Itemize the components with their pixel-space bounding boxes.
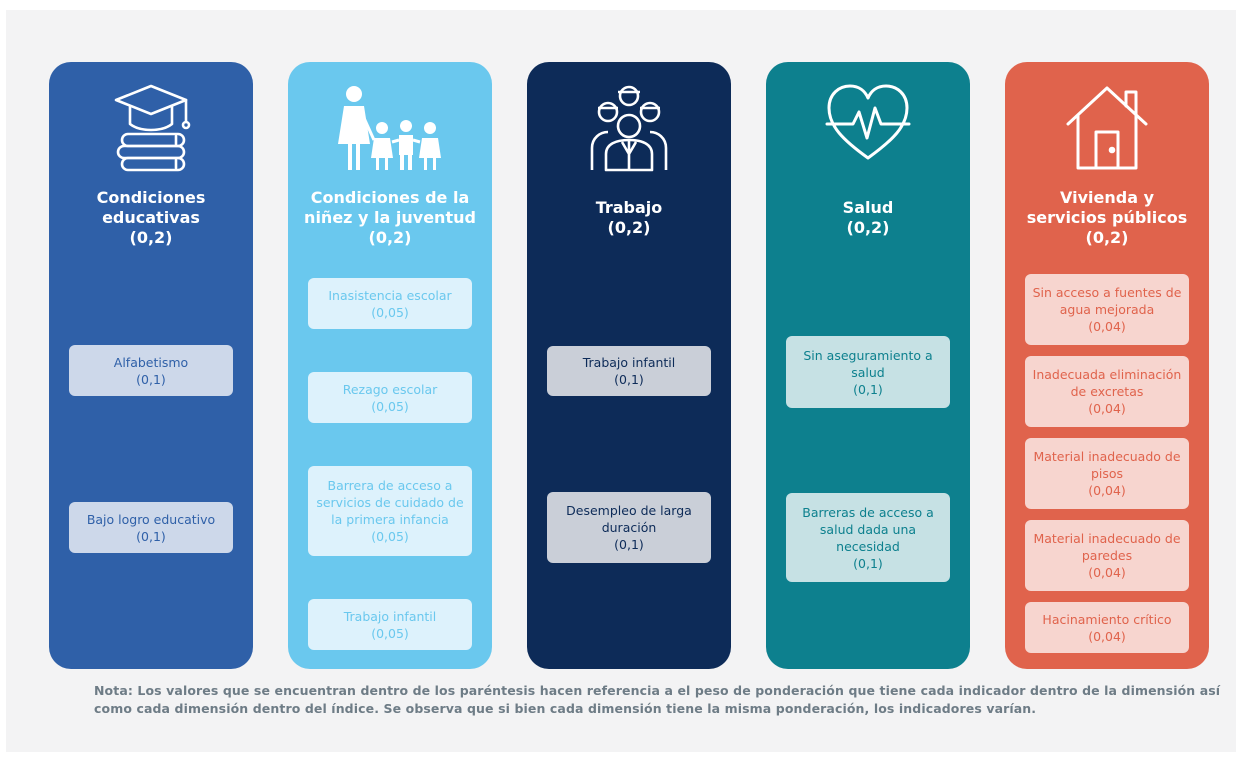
dimension-card-salud: Salud (0,2) Sin aseguramiento a salud (0… [766,62,970,669]
indicator-box: Sin acceso a fuentes de agua mejorada (0… [1025,274,1189,345]
indicator-box: Material inadecuado de paredes (0,04) [1025,520,1189,591]
dimension-card-vivienda: Vivienda y servicios públicos (0,2) Sin … [1005,62,1209,669]
indicator-box: Trabajo infantil (0,1) [547,346,711,396]
footnote: Nota: Los valores que se encuentran dent… [94,683,1221,716]
family-children-icon [288,78,492,188]
dimension-card-educativas: Condiciones educativas (0,2) Alfabetismo… [49,62,253,669]
workers-group-icon [527,78,731,188]
dimension-title: Trabajo (0,2) [595,198,663,237]
graduation-books-icon [49,78,253,188]
indicator-box: Bajo logro educativo (0,1) [69,502,233,553]
indicator-box: Trabajo infantil (0,05) [308,599,472,650]
indicator-box: Barreras de acceso a salud dada una nece… [786,493,950,582]
dimension-title: Salud (0,2) [842,198,894,237]
dimension-title: Condiciones de la niñez y la juventud (0… [304,188,476,247]
dimension-card-ninez: Condiciones de la niñez y la juventud (0… [288,62,492,669]
infographic-frame: Condiciones educativas (0,2) Alfabetismo… [6,10,1236,752]
indicator-box: Inasistencia escolar (0,05) [308,278,472,329]
indicator-box: Rezago escolar (0,05) [308,372,472,423]
indicator-box: Hacinamiento crítico (0,04) [1025,602,1189,653]
indicator-box: Alfabetismo (0,1) [69,345,233,396]
heart-pulse-icon [766,78,970,188]
indicator-box: Barrera de acceso a servicios de cuidado… [308,466,472,556]
indicator-box: Inadecuada eliminación de excretas (0,04… [1025,356,1189,427]
house-icon [1005,78,1209,188]
dimension-title: Vivienda y servicios públicos (0,2) [1026,188,1188,247]
indicator-box: Sin aseguramiento a salud (0,1) [786,336,950,408]
indicator-box: Desempleo de larga duración (0,1) [547,492,711,563]
indicator-box: Material inadecuado de pisos (0,04) [1025,438,1189,509]
dimension-title: Condiciones educativas (0,2) [96,188,206,247]
dimension-card-trabajo: Trabajo (0,2) Trabajo infantil (0,1) Des… [527,62,731,669]
